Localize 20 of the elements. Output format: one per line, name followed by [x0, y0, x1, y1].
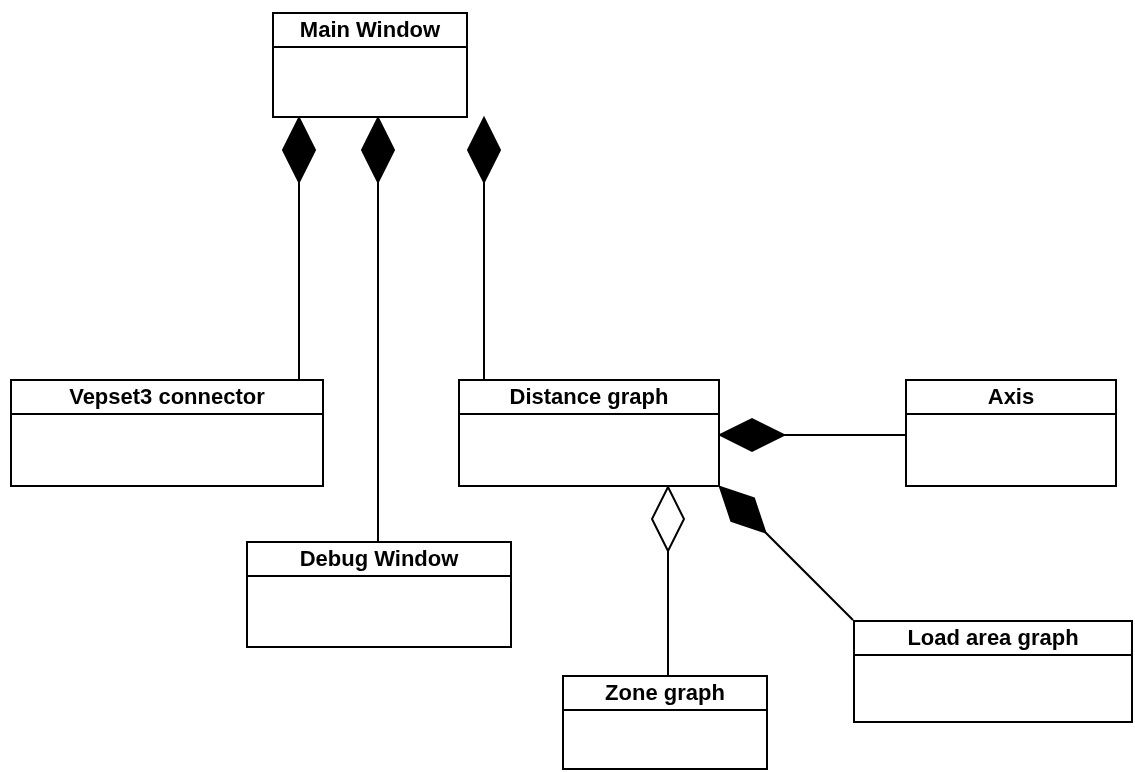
class-box — [272, 12, 468, 118]
class-name: Vepset3 connector — [12, 381, 322, 415]
composition-line — [467, 117, 501, 380]
composition-line — [282, 117, 316, 380]
class-name: Zone graph — [564, 677, 766, 711]
class-box — [562, 675, 768, 770]
composition-line — [361, 117, 395, 542]
composition-line — [719, 418, 906, 452]
class-name: Axis — [907, 381, 1115, 415]
class-box — [246, 541, 512, 648]
class-box — [905, 379, 1117, 487]
class-name: Main Window — [274, 14, 466, 48]
composition-line — [719, 486, 854, 621]
aggregation-line — [651, 486, 685, 676]
class-box — [458, 379, 720, 487]
class-name: Distance graph — [460, 381, 718, 415]
class-name: Load area graph — [855, 622, 1131, 656]
class-box — [10, 379, 324, 487]
class-box — [853, 620, 1133, 723]
class-name: Debug Window — [248, 543, 510, 577]
